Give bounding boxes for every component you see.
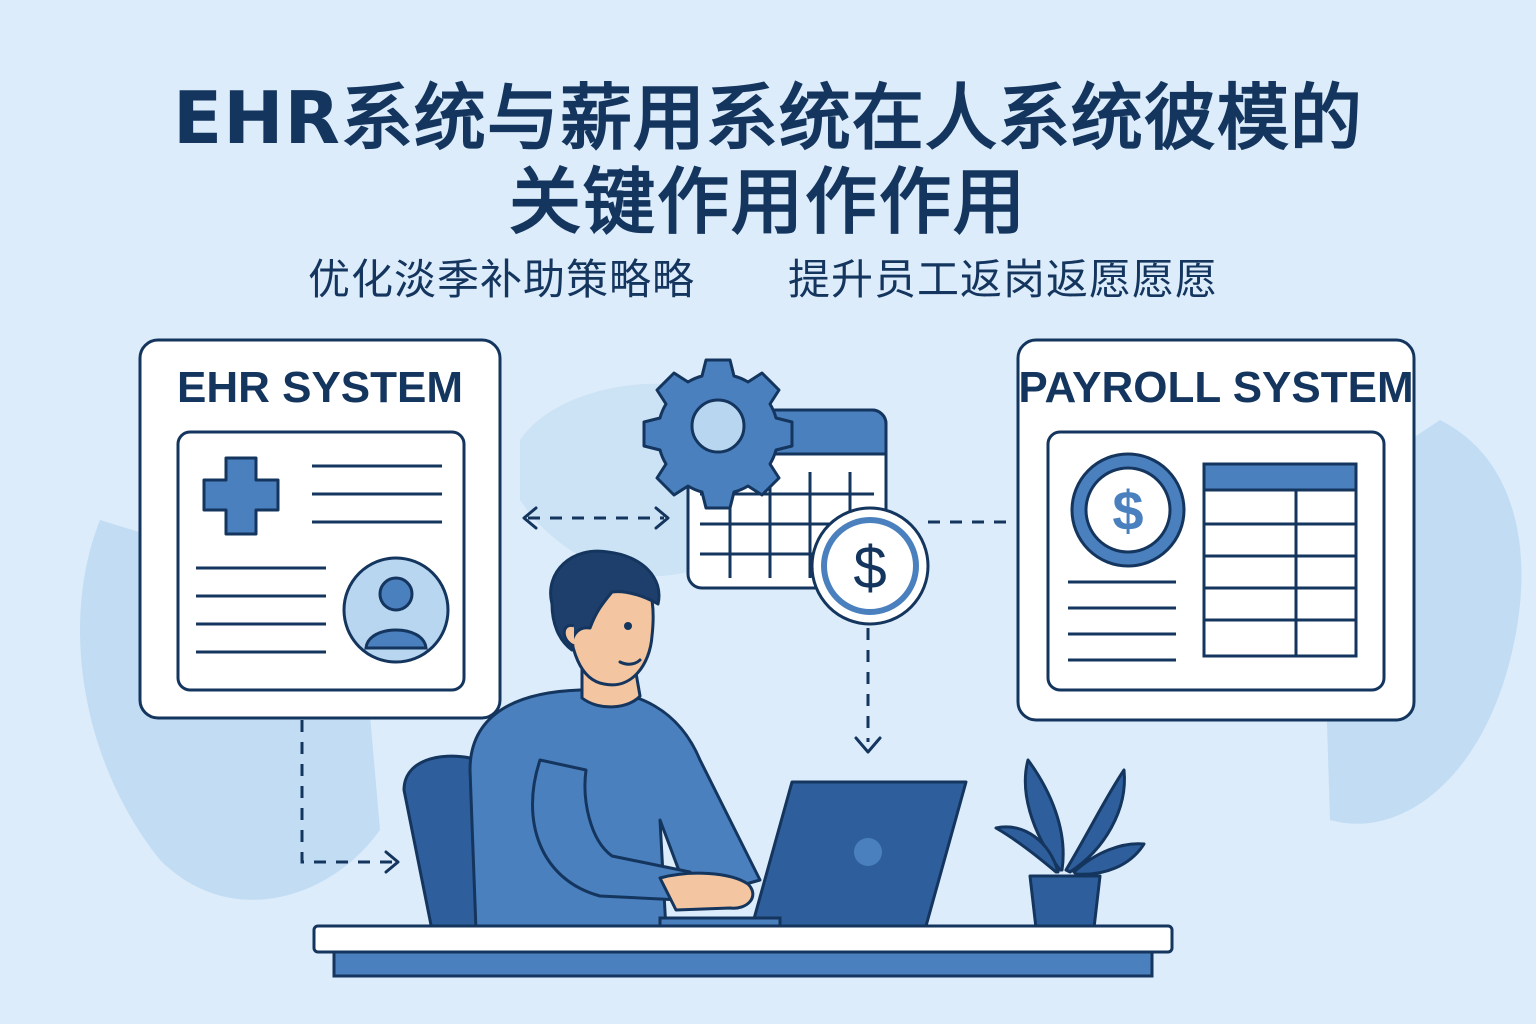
arrowhead-down [854, 736, 882, 754]
desk [312, 924, 1174, 978]
payroll-system-label: PAYROLL SYSTEM [1018, 363, 1414, 412]
page-title-line1: EHR系统与薪用系统在人系统彼模的 [173, 76, 1363, 160]
svg-text:$: $ [1112, 479, 1143, 542]
subtitle-right: 提升员工返岗返愿愿愿 [788, 255, 1219, 304]
person-arm [531, 758, 692, 902]
payroll-text-lines [1068, 580, 1176, 662]
connector-ehr-person [300, 720, 396, 864]
payroll-panel: $ [1016, 338, 1416, 722]
person-hand [658, 871, 755, 912]
ehr-panel [138, 338, 502, 720]
potted-plant-icon [994, 758, 1146, 930]
arrowhead-right [654, 506, 670, 530]
ehr-system-label: EHR SYSTEM [176, 363, 464, 412]
user-avatar-icon [342, 556, 450, 664]
person-hair [549, 549, 661, 652]
arrowhead-left [522, 506, 538, 530]
dollar-icon: $ [1070, 452, 1186, 568]
arrowhead-to-person [384, 850, 400, 874]
subtitle-left: 优化淡季补助策略略 [308, 255, 696, 304]
person-mouth [618, 658, 642, 666]
arrowheads [384, 506, 882, 874]
person-at-laptop [468, 549, 762, 932]
svg-text:$: $ [853, 534, 886, 601]
dollar-coin-icon: $ [810, 506, 930, 626]
person-eye [624, 622, 632, 630]
person-ear [562, 623, 575, 648]
table-icon [1202, 462, 1358, 658]
gear-icon [642, 358, 794, 510]
medical-cross-icon [202, 456, 280, 536]
ehr-text-lines [196, 464, 442, 654]
connectors [300, 516, 1010, 864]
page-title-line2: 关键作用作作用 [508, 160, 1027, 244]
